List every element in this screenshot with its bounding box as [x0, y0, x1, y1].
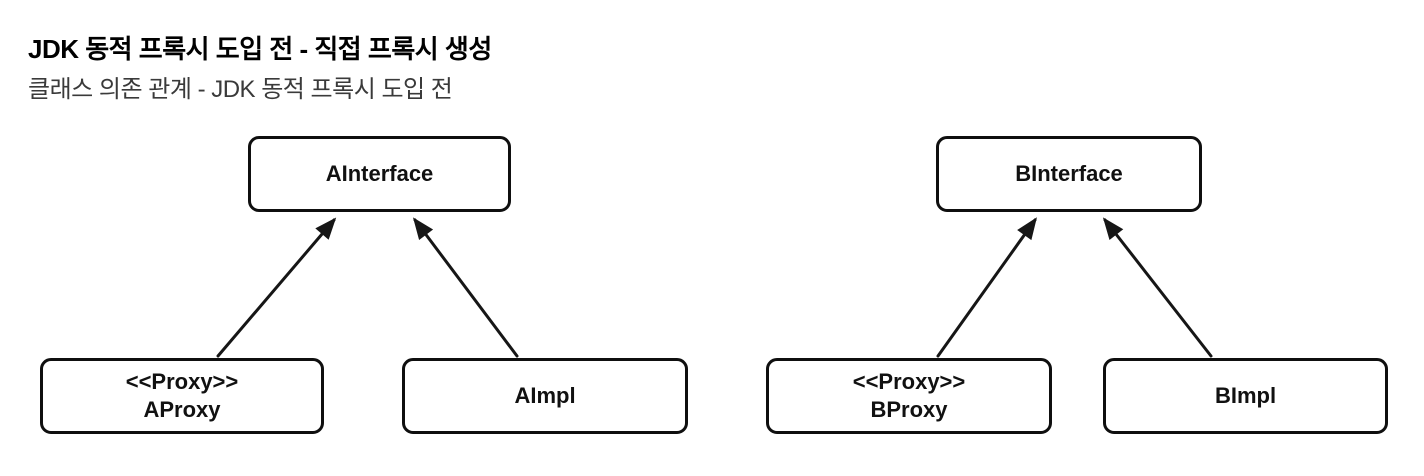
class-box-aproxy: <<Proxy>> AProxy [40, 358, 324, 434]
class-box-aproxy-label: AProxy [143, 397, 221, 422]
class-box-ainterface: AInterface [248, 136, 511, 212]
class-box-binterface-label: BInterface [1015, 160, 1123, 186]
arrow-bproxy-to-binterface [936, 217, 1037, 358]
page-title: JDK 동적 프록시 도입 전 - 직접 프록시 생성 [28, 34, 492, 64]
arrow-aproxy-to-ainterface [216, 217, 337, 358]
arrow-aimpl-to-ainterface [412, 217, 519, 358]
page-subtitle: 클래스 의존 관계 - JDK 동적 프록시 도입 전 [28, 75, 453, 103]
class-box-ainterface-label: AInterface [325, 160, 434, 186]
class-box-aimpl-label: AImpl [514, 382, 576, 408]
header: JDK 동적 프록시 도입 전 - 직접 프록시 생성 클래스 의존 관계 - … [28, 33, 492, 105]
class-box-bproxy: <<Proxy>> BProxy [766, 358, 1052, 434]
class-box-bproxy-stereotype: <<Proxy>> [852, 368, 966, 394]
arrow-bimpl-to-binterface [1102, 217, 1213, 358]
class-box-bimpl: BImpl [1103, 358, 1388, 434]
class-box-bimpl-label: BImpl [1214, 382, 1277, 408]
class-box-aimpl: AImpl [402, 358, 688, 434]
class-box-bproxy-label: BProxy [870, 397, 948, 422]
class-box-aproxy-stereotype: <<Proxy>> [125, 368, 239, 394]
class-box-binterface: BInterface [936, 136, 1202, 212]
